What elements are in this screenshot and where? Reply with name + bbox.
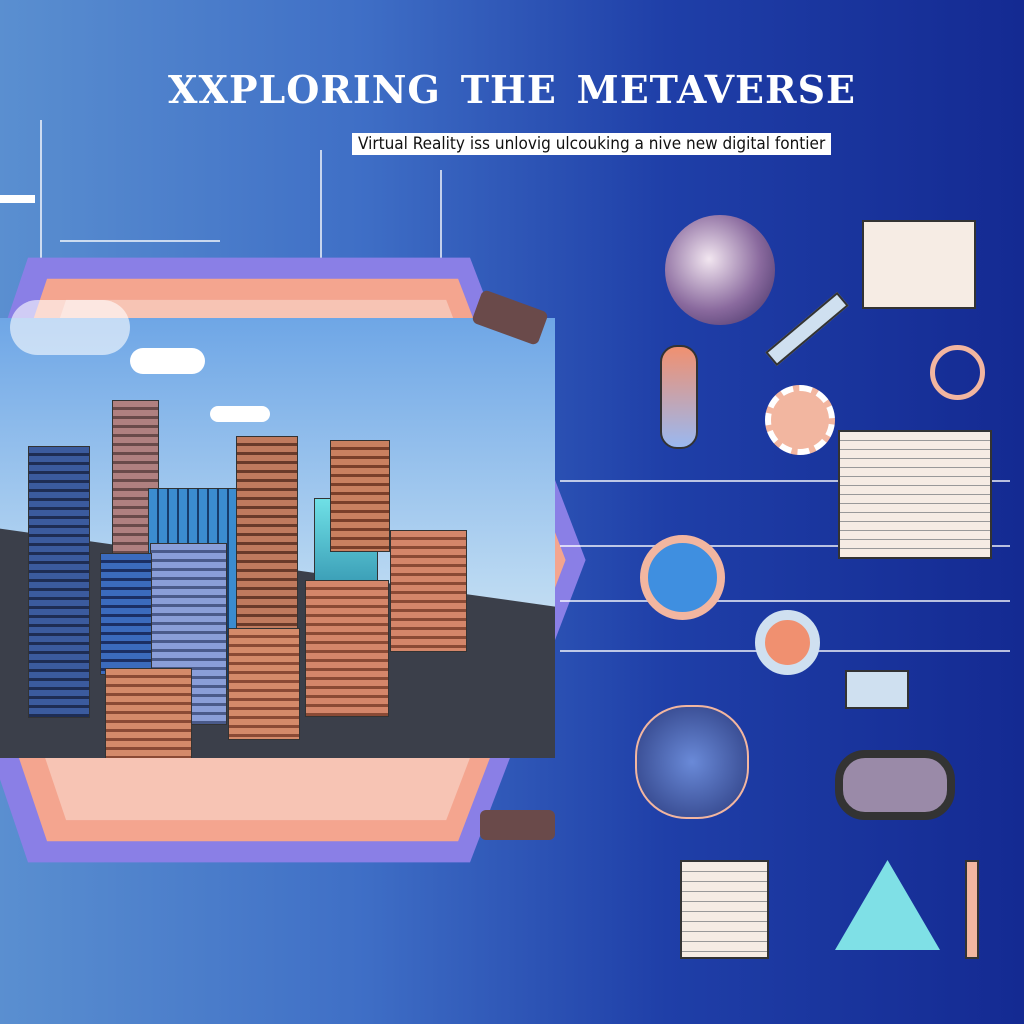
open-book-icon <box>838 430 992 559</box>
building <box>330 440 390 552</box>
document-window-icon <box>845 670 909 709</box>
building <box>105 668 192 758</box>
building <box>305 580 389 717</box>
building <box>390 530 467 652</box>
decor-line <box>0 195 35 203</box>
document-window-icon <box>862 220 976 309</box>
magnifier-icon <box>930 345 985 400</box>
subtitle: Virtual Reality iss unlovig ulcouking a … <box>352 133 832 155</box>
building <box>100 553 152 675</box>
decor-line <box>60 240 220 242</box>
building <box>228 628 300 740</box>
gear-icon <box>755 610 820 675</box>
decor-line <box>40 120 42 280</box>
building <box>28 446 90 718</box>
vr-goggles-icon <box>835 750 955 820</box>
triangle-icon <box>835 860 940 950</box>
globe-mesh-icon <box>635 705 749 819</box>
planet-icon <box>665 215 775 325</box>
cloud <box>10 300 130 355</box>
knife-icon <box>765 291 849 367</box>
building <box>236 436 298 638</box>
city-scene <box>0 318 555 758</box>
connector-line <box>560 545 1010 547</box>
connector-line <box>560 480 1010 482</box>
gear-icon <box>765 385 835 455</box>
cloud <box>210 406 270 422</box>
cloud <box>130 348 205 374</box>
decor-line <box>440 170 442 330</box>
notepad-icon <box>680 860 769 959</box>
connector-line <box>560 600 1010 602</box>
gear-icon <box>640 535 725 620</box>
pen-icon <box>965 860 979 959</box>
microphone-icon <box>660 345 698 449</box>
title: xxploring the metaverse <box>167 52 857 116</box>
drone-icon <box>480 810 555 840</box>
